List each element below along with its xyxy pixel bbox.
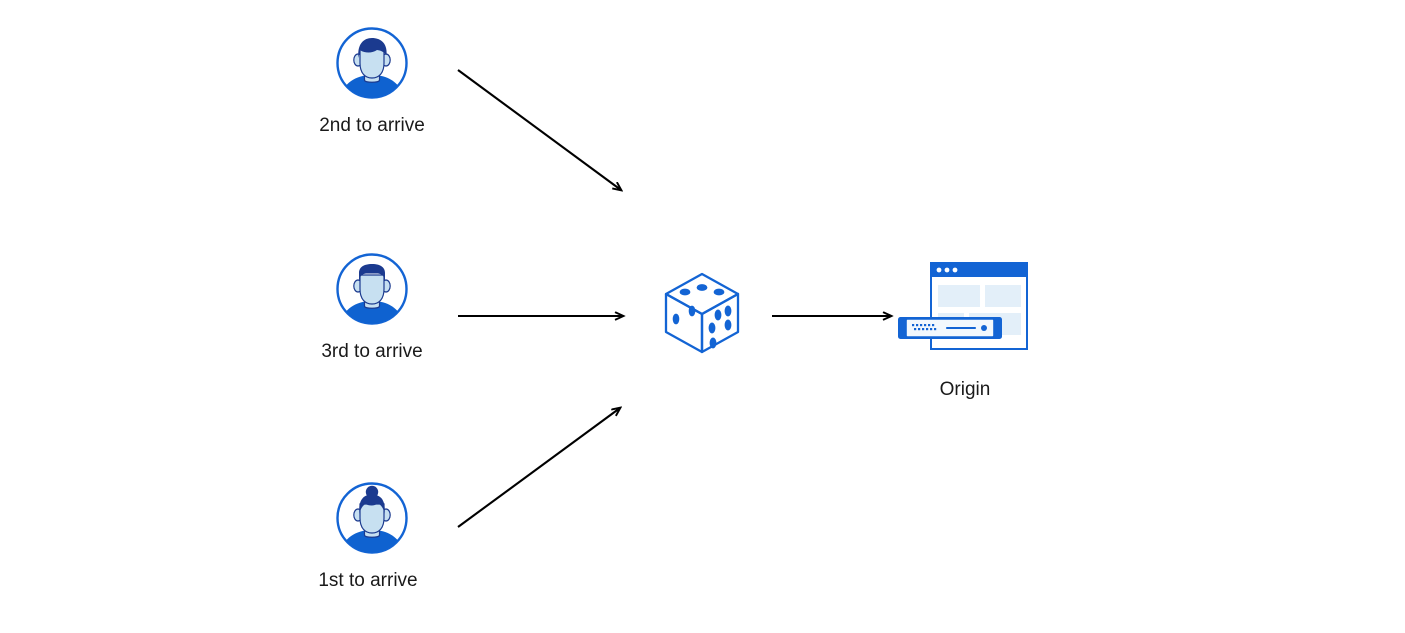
dice-node[interactable] bbox=[660, 270, 744, 356]
client-node-3rd[interactable] bbox=[334, 251, 410, 327]
user-avatar-icon bbox=[336, 253, 408, 325]
client-label-2nd: 2nd to arrive bbox=[319, 115, 425, 136]
origin-node[interactable] bbox=[895, 255, 1035, 365]
server-device bbox=[898, 317, 1002, 339]
client-label-1st: 1st to arrive bbox=[318, 570, 418, 591]
dice-icon bbox=[664, 272, 740, 354]
user-avatar-icon bbox=[336, 27, 408, 99]
user-avatar-icon bbox=[336, 482, 408, 554]
origin-label: Origin bbox=[939, 379, 991, 400]
arrow-2nd-to-dice bbox=[457, 69, 621, 190]
arrow-1st-to-dice bbox=[457, 408, 620, 528]
client-label-3rd: 3rd to arrive bbox=[321, 341, 423, 362]
browser-window-server-icon bbox=[898, 262, 1028, 350]
client-node-1st[interactable] bbox=[334, 480, 410, 556]
client-node-2nd[interactable] bbox=[334, 25, 410, 101]
